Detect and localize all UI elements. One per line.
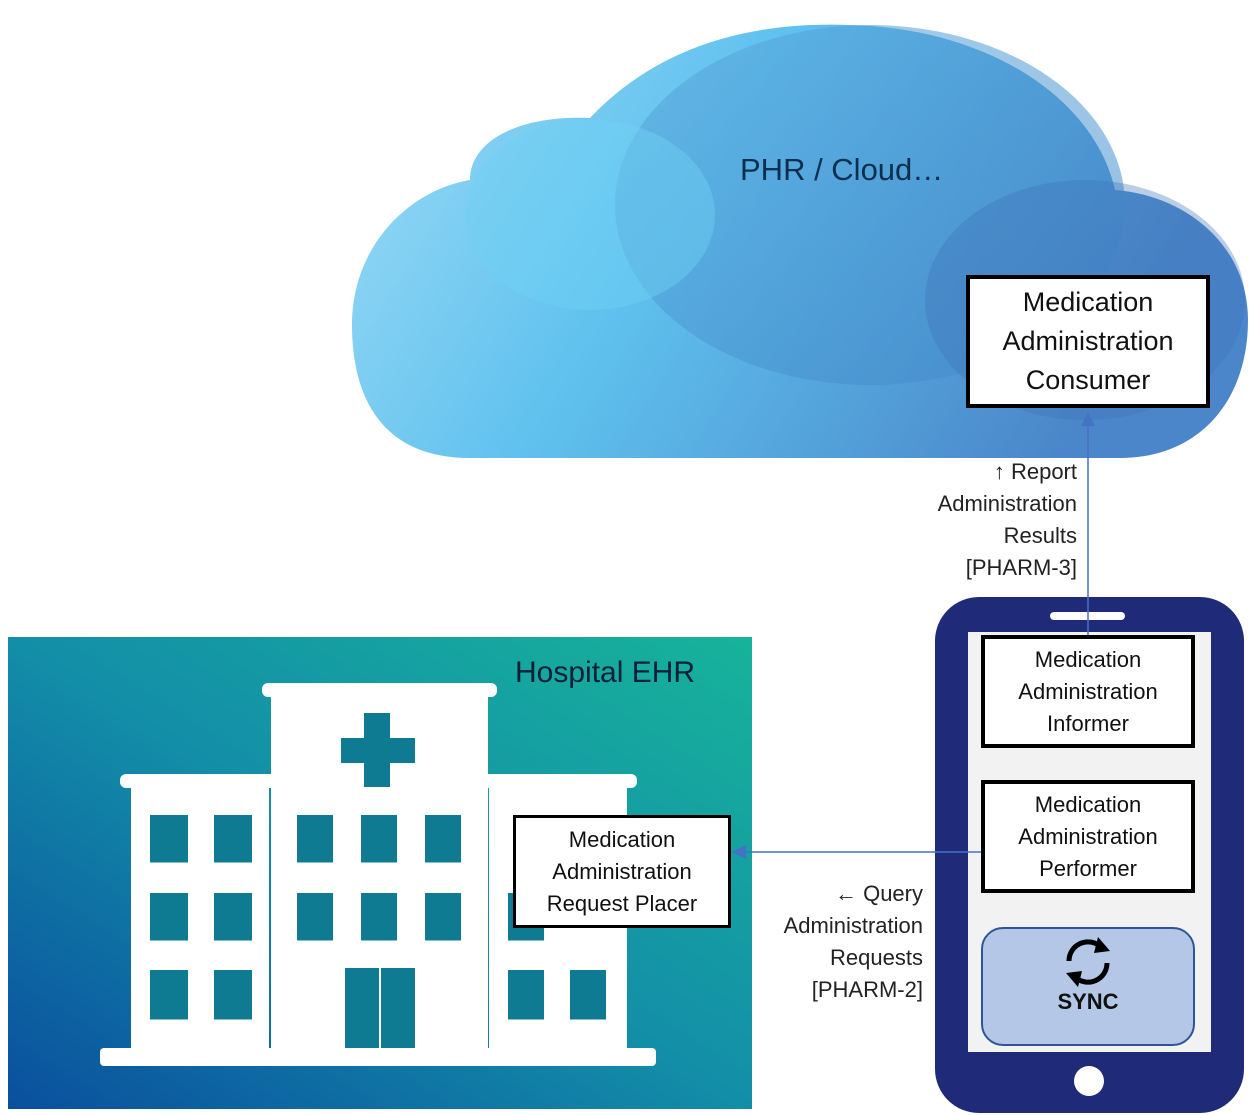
report-administration-results-label: ↑ Report Administration Results [PHARM-3… (880, 456, 1077, 584)
connector-arrows (731, 412, 1095, 859)
report-label-line-4: [PHARM-3] (965, 555, 1077, 580)
report-arrowhead (1081, 412, 1095, 426)
query-label-line-4: [PHARM-2] (811, 977, 923, 1002)
placer-line-1: Medication (568, 826, 676, 852)
performer-line-1: Medication (1034, 791, 1142, 817)
medical-cross-icon (341, 713, 415, 787)
medication-administration-consumer-box: Medication Administration Consumer (966, 275, 1210, 408)
performer-line-3: Performer (1039, 855, 1137, 881)
medication-administration-performer-box: Medication Administration Performer (981, 780, 1195, 893)
report-label-line-1: ↑ Report (993, 459, 1077, 484)
cloud-title: PHR / Cloud… (740, 152, 944, 187)
informer-line-2: Administration (1018, 678, 1158, 704)
query-arrowhead (731, 845, 746, 859)
performer-line-2: Administration (1018, 823, 1158, 849)
informer-line-1: Medication (1034, 646, 1142, 672)
consumer-line-1: Medication (1022, 287, 1154, 317)
placer-line-2: Administration (552, 858, 692, 884)
sync-label: SYNC (1057, 989, 1119, 1014)
window-sills (143, 862, 616, 1023)
report-label-line-2: Administration (937, 491, 1077, 516)
informer-line-3: Informer (1047, 710, 1129, 736)
placer-line-3: Request Placer (546, 890, 698, 916)
medication-administration-request-placer-box: Medication Administration Request Placer (513, 815, 731, 928)
sync-button[interactable]: SYNC (981, 927, 1195, 1046)
query-administration-requests-label: ← Query Administration Requests [PHARM-2… (730, 878, 923, 1006)
consumer-line-2: Administration (1002, 326, 1174, 356)
query-label-line-3: Requests (830, 945, 923, 970)
medication-administration-informer-box: Medication Administration Informer (981, 635, 1195, 748)
consumer-line-3: Consumer (1025, 365, 1151, 395)
sync-icon (1066, 937, 1110, 987)
query-label-line-1: ← Query (834, 881, 923, 906)
report-label-line-3: Results (1003, 523, 1077, 548)
query-label-line-2: Administration (783, 913, 923, 938)
hospital-ehr-title: Hospital EHR (515, 656, 696, 689)
building-windows (150, 815, 606, 1048)
